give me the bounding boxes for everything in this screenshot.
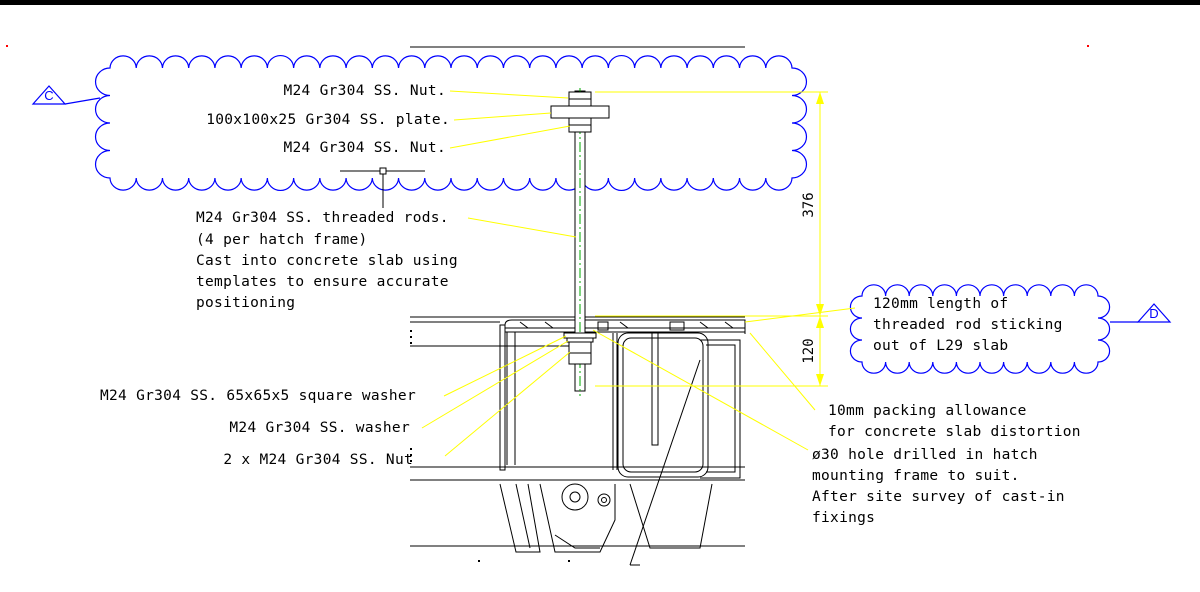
revision-leader-c [64, 97, 101, 105]
threaded-rod-assembly [550, 88, 610, 396]
frame-right-post [612, 333, 618, 470]
label-packing-line2: for concrete slab distortion [828, 424, 1081, 440]
dim-arrow-2 [816, 304, 824, 316]
hinge-diagonal [629, 359, 701, 566]
top-border [0, 0, 1200, 5]
leader-double-nut [444, 351, 571, 457]
label-rod-line2: (4 per hatch frame) [196, 232, 368, 248]
revision-letter-c: C [44, 88, 53, 103]
leader-stickout [744, 307, 856, 323]
frame-left-wall [499, 324, 506, 471]
hinge-bolt [597, 493, 611, 507]
frame-rounded-bracket-inner [622, 337, 704, 473]
leader-square-washer [443, 335, 567, 397]
label-hole-line4: fixings [812, 510, 875, 526]
frame-right-housing-inner [706, 344, 736, 473]
top-fitting [669, 321, 685, 331]
leader-rod [467, 217, 577, 238]
corner-marker-right [1087, 45, 1089, 47]
label-rod-line3: Cast into concrete slab using [196, 253, 458, 269]
leader-plate [453, 112, 552, 121]
revision-triangle-d [1136, 303, 1172, 323]
latch-bar [651, 333, 659, 446]
label-packing-line1: 10mm packing allowance [828, 403, 1027, 419]
hatch-frame [410, 316, 746, 566]
label-hole-line3: After site survey of cast-in [812, 489, 1065, 505]
frame-rounded-bracket [617, 332, 709, 478]
dimension-120: 120 [801, 338, 817, 363]
revision-cloud-c [95, 54, 807, 192]
square-washer [563, 332, 597, 339]
label-rod-line1: M24 Gr304 SS. threaded rods. [196, 210, 449, 226]
hinge-arm-right [629, 483, 713, 549]
leader-lower-nut [449, 125, 571, 149]
label-stickout-line3: out of L29 slab [873, 338, 1008, 354]
hinge-pivot [561, 483, 589, 511]
revision-letter-d: D [1149, 306, 1158, 321]
leader-washer [421, 340, 569, 429]
frame-right-housing [700, 339, 741, 479]
frame-weld-marks [519, 321, 734, 329]
revision-cloud-d [849, 284, 1111, 374]
corner-marker-left [6, 45, 8, 47]
leader-lines [421, 90, 856, 457]
plate [550, 105, 610, 119]
label-stickout-line2: threaded rod sticking [873, 317, 1063, 333]
dim-arrow-3 [816, 316, 824, 328]
label-hole-line1: ø30 hole drilled in hatch [812, 447, 1038, 463]
label-plate: 100x100x25 Gr304 SS. plate. [206, 112, 450, 128]
hinge-pivot-center [569, 491, 581, 503]
washer [566, 337, 594, 343]
dim-arrow-4 [816, 374, 824, 386]
revision-triangle-c [31, 85, 67, 105]
hinge-arm-left [499, 483, 541, 553]
label-hole-line2: mounting frame to suit. [812, 468, 1020, 484]
dim-arrow-1 [816, 92, 824, 104]
leader-packing [749, 332, 816, 411]
leader-hole [592, 329, 809, 451]
hinge-bolt-center [601, 497, 607, 503]
hinge-arm-left-inner [515, 483, 531, 549]
label-square-washer: M24 Gr304 SS. 65x65x5 square washer [100, 388, 416, 404]
centerline-marks [410, 330, 570, 562]
label-top-nut: M24 Gr304 SS. Nut. [283, 83, 446, 99]
label-stickout-line1: 120mm length of [873, 296, 1008, 312]
dimension-376: 376 [801, 192, 817, 217]
revision-tag-d: D [1110, 303, 1172, 323]
hinge-body [539, 483, 616, 553]
section-marker [340, 167, 425, 208]
dimension-lines [595, 91, 828, 387]
label-double-nut: 2 x M24 Gr304 SS. Nut [223, 452, 413, 468]
frame-top-plate [504, 319, 746, 334]
label-washer: M24 Gr304 SS. washer [229, 420, 410, 436]
label-rod-line4: templates to ensure accurate [196, 274, 449, 290]
hinge-link [554, 534, 600, 549]
callout-labels: M24 Gr304 SS. Nut. 100x100x25 Gr304 SS. … [100, 83, 1081, 526]
revision-tag-c: C [31, 85, 101, 105]
label-lower-nut: M24 Gr304 SS. Nut. [283, 140, 446, 156]
label-rod-line5: positioning [196, 295, 295, 311]
top-fitting-2 [597, 321, 609, 331]
leader-top-nut [449, 90, 569, 99]
